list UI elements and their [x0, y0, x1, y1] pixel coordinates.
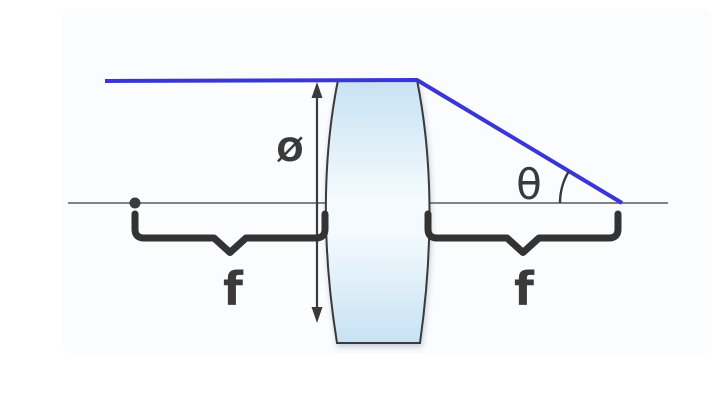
- incident-ray-icon: [104, 78, 624, 205]
- diameter-arrowhead-down-icon: [311, 307, 323, 323]
- diameter-arrowhead-up-icon: [311, 82, 323, 98]
- angle-arc-icon: [558, 170, 570, 204]
- focal-point-dot-icon: [129, 197, 141, 209]
- left-focal-brace-icon: [131, 210, 329, 256]
- angle-label: θ: [516, 160, 542, 209]
- right-focal-brace-icon: [424, 210, 622, 256]
- focal-length-right-label: f: [514, 262, 535, 316]
- diameter-label: Ø: [276, 131, 303, 169]
- focal-length-left-label: f: [223, 262, 244, 316]
- lens-icon: [324, 79, 431, 344]
